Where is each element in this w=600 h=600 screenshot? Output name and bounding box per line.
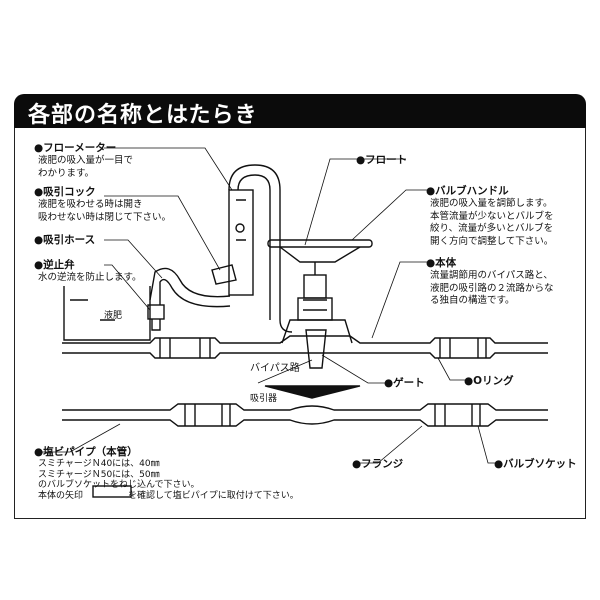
diagram-title: 各部の名称とはたらき: [28, 103, 258, 128]
check-valve-desc: 水の逆流を防止します。: [38, 272, 142, 283]
leader-lines: [38, 147, 497, 464]
main-pipe-upper: [62, 335, 548, 344]
valve-socket-label: ●バルブソケット: [494, 458, 577, 470]
flowmeter-tube: [228, 189, 254, 296]
tank-label: 液肥: [104, 311, 123, 321]
flange-label: ●フランジ: [352, 458, 404, 470]
diagram-panel: [14, 128, 586, 519]
pvc-pipe-label: ●塩ビパイプ（本管）: [34, 446, 138, 458]
valve-handle-label: ●バルブハンドル: [426, 185, 509, 197]
suction-cock-desc: 液肥を吸わせる時は開き 吸わせない時は閉じて下さい。: [38, 199, 172, 223]
suction-hose: [149, 267, 231, 308]
arrow-mark-box: [92, 485, 132, 498]
gate-label: ●ゲート: [384, 377, 425, 389]
flow-arrow: [264, 385, 361, 399]
main-pipe-lower: [62, 403, 548, 411]
suction-cock: [211, 264, 237, 285]
valve-handle: [267, 239, 373, 248]
gate-cone: [305, 329, 327, 369]
check-valve: [147, 304, 165, 320]
valve-handle-desc: 液肥の吸入量を調節します。 本管流量が少ないとバルブを 絞り、流量が多いとバルブ…: [430, 198, 554, 247]
pvc-pipe-desc: スミチャージＮ40には、40㎜ スミチャージＮ50には、50㎜ のバルブソケット…: [38, 459, 299, 501]
body-block: [281, 319, 353, 344]
suction-device-label: 吸引器: [250, 394, 278, 404]
suction-hose-label: ●吸引ホース: [34, 234, 96, 246]
suction-cock-label: ●吸引コック: [34, 186, 96, 198]
flowmeter-label: ●フローメーター: [34, 142, 117, 154]
flowmeter-desc: 液肥の吸入量が一目で わかります。: [38, 155, 134, 179]
float-label: ●フロート: [356, 154, 408, 166]
body-desc: 流量調節用のバイパス路と、 液肥の吸引路の２流路からな る独自の構造です。: [430, 270, 554, 306]
main-pipe-upper-bottom: [62, 352, 548, 359]
bypass-label: バイパス路: [250, 363, 300, 374]
check-valve-label: ●逆止弁: [34, 259, 75, 271]
body-label: ●本体: [426, 257, 457, 269]
fertilizer-tank: [63, 286, 151, 341]
oring-label: ●Oリング: [464, 375, 514, 387]
title-bar: 各部の名称とはたらき: [14, 94, 586, 128]
